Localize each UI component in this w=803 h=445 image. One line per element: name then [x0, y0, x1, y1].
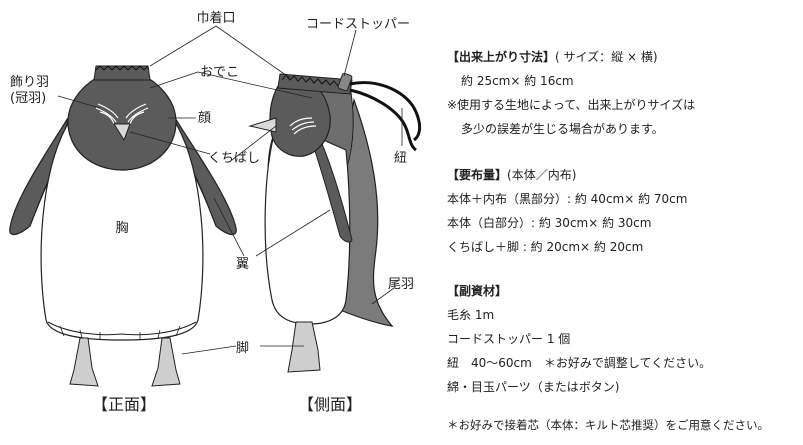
leader-lines	[57, 25, 403, 355]
front-view-penguin	[9, 65, 237, 387]
side-beak	[248, 117, 277, 133]
front-bottom-gather	[59, 325, 181, 340]
size-note-1: ※使用する生地によって、出来上がりサイズは	[447, 98, 696, 112]
fabric-line-1: 本体＋内布（黒部分）: 約 40cm× 約 70cm	[447, 192, 688, 206]
label-chest: 胸	[115, 221, 128, 236]
label-front-view: 【正面】	[92, 395, 156, 414]
label-cord-stopper: コードストッパー	[306, 17, 410, 32]
material-line-1: 毛糸 1m	[447, 308, 495, 322]
size-heading-line: 【出来上がり寸法】( サイズ：縦 × 横)	[447, 50, 658, 64]
fabric-line-3: くちばし＋脚 : 約 20cm× 約 20cm	[447, 240, 644, 254]
cord-stopper	[337, 72, 353, 92]
material-line-4: 綿・目玉パーツ（またはボタン)	[447, 380, 620, 394]
label-side-view: 【側面】	[298, 395, 362, 414]
size-note-2: 多少の誤差が生じる場合があります。	[461, 122, 664, 136]
footnote: ＊お好みで接着芯（本体：キルト芯推奨）をご用意ください。	[447, 418, 769, 432]
label-wing: 翼	[236, 257, 249, 272]
material-line-3: 紐 40～60cm ＊お好みで調整してください。	[447, 356, 712, 370]
label-kinchakuguchi: 巾着口	[196, 10, 235, 26]
size-heading: 【出来上がり寸法】	[447, 50, 556, 64]
fabric-heading-sub: (本体／内布)	[507, 168, 577, 182]
side-crest-feathers	[289, 117, 317, 135]
label-tail: 尾羽	[388, 277, 414, 292]
label-forehead: おでこ	[200, 65, 239, 80]
side-cord-loop-2	[349, 88, 417, 152]
front-gather-zigzag	[95, 65, 149, 71]
side-wing	[309, 129, 353, 243]
fabric-line-2: 本体（白部分）: 約 30cm× 約 30cm	[447, 216, 652, 230]
materials-heading: 【副資材】	[447, 284, 508, 298]
fabric-heading: 【要布量】	[447, 168, 508, 182]
fabric-heading-line: 【要布量】(本体／内布)	[447, 168, 576, 182]
label-beak: くちばし	[208, 151, 260, 166]
size-value: 約 25cm× 約 16cm	[461, 74, 574, 88]
penguin-pouch-diagram: 巾着口 コードストッパー 飾り羽 (冠羽) おでこ 顔 くちばし 紐 胸 翼 尾…	[9, 10, 422, 414]
material-line-2: コードストッパー 1 個	[447, 332, 571, 346]
side-view-penguin	[248, 72, 422, 373]
label-face: 顔	[198, 111, 211, 126]
front-left-foot	[69, 337, 99, 387]
side-cord-loop	[349, 81, 422, 142]
front-bottom-cuff	[47, 321, 197, 336]
label-crest-line1: 飾り羽	[10, 75, 49, 90]
side-foot	[287, 321, 321, 373]
label-crest-line2: (冠羽)	[10, 91, 46, 106]
label-cord: 紐	[394, 151, 407, 166]
size-heading-sub: ( サイズ：縦 × 横)	[555, 50, 658, 64]
front-crest-feathers	[95, 103, 149, 125]
front-beak	[113, 123, 131, 142]
front-chest	[40, 119, 204, 341]
label-leg: 脚	[236, 340, 249, 356]
front-right-foot	[151, 337, 181, 387]
